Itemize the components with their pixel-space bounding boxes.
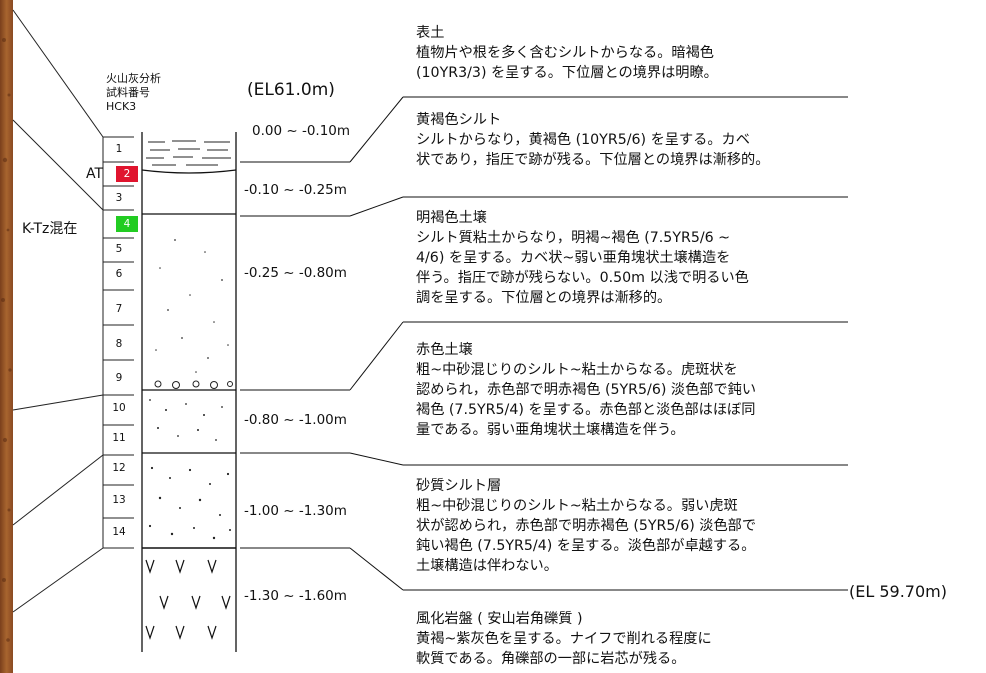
- depth-range: 0.00 ~ -0.10m: [252, 123, 351, 139]
- layer-description: 明褐色土壌 シルト質粘土からなり，明褐~褐色 (7.5YR5/6 ~ 4/6) …: [416, 208, 861, 308]
- sample-number: 14: [112, 526, 126, 538]
- sample-number: 6: [115, 268, 123, 280]
- layer-description: 黄褐色シルト シルトからなり，黄褐色 (10YR5/6) を呈する。カベ 状であ…: [416, 110, 861, 170]
- depth-range: -0.80 ~ -1.00m: [244, 412, 347, 428]
- clay-dots: [155, 239, 229, 373]
- sample-number: 12: [112, 462, 126, 474]
- layer-description: 風化岩盤 ( 安山岩角礫質 ) 黄褐~紫灰色を呈する。ナイフで削れる程度に 軟質…: [416, 609, 861, 669]
- depth-range: -1.00 ~ -1.30m: [244, 503, 347, 519]
- sample-header-line-1: 火山灰分析: [106, 72, 161, 85]
- layer-title: 明褐色土壌: [416, 210, 487, 226]
- layer-title: 砂質シルト層: [416, 478, 502, 494]
- strat-column: [141, 132, 237, 652]
- at-label: AT: [86, 166, 104, 182]
- sample-number: 11: [112, 432, 126, 444]
- depth-range: -0.10 ~ -0.25m: [244, 182, 347, 198]
- layer-body: 植物片や根を多く含むシルトからなる。暗褐色 (10YR3/3) を呈する。下位層…: [416, 45, 718, 81]
- ktz-label: K-Tz混在: [22, 221, 78, 237]
- sample-number: 7: [115, 303, 123, 315]
- elevation-top: (EL61.0m): [247, 80, 335, 100]
- layer-body: シルトからなり，黄褐色 (10YR5/6) を呈する。カベ 状であり，指圧で跡が…: [416, 132, 770, 168]
- layer-title: 風化岩盤 ( 安山岩角礫質 ): [416, 611, 583, 627]
- description-leader-lines: [240, 96, 848, 591]
- sample-number-highlight-red: 2: [116, 166, 138, 182]
- sample-number: 1: [115, 143, 123, 155]
- sample-number: 9: [115, 372, 123, 384]
- layer-description: 砂質シルト層 粗~中砂混じりのシルト~粘土からなる。弱い虎斑 状が認められ，赤色…: [416, 476, 861, 576]
- sample-number: 10: [112, 402, 126, 414]
- depth-range: -1.30 ~ -1.60m: [244, 588, 347, 604]
- sample-number-highlight-green: 4: [116, 216, 138, 232]
- layer-description: 表土 植物片や根を多く含むシルトからなる。暗褐色 (10YR3/3) を呈する。…: [416, 23, 861, 83]
- depth-range: -0.25 ~ -0.80m: [244, 265, 347, 281]
- layer-body: シルト質粘土からなり，明褐~褐色 (7.5YR5/6 ~ 4/6) を呈する。カ…: [416, 230, 749, 306]
- sample-number: 8: [115, 338, 123, 350]
- layer-body: 粗~中砂混じりのシルト~粘土からなる。虎斑状を 認められ，赤色部で明赤褐色 (5…: [416, 362, 757, 438]
- sample-header-line-3: HCK3: [106, 100, 137, 113]
- sample-number: 5: [115, 243, 123, 255]
- topsoil-pattern: [146, 140, 231, 166]
- soil-photo-strip: [0, 0, 13, 673]
- rock-v-marks: [145, 559, 231, 640]
- soil-photo-texture: [1, 38, 12, 642]
- layer-title: 赤色土壌: [416, 342, 473, 358]
- photo-leader-lines: [12, 9, 104, 613]
- layer-title: 表土: [416, 25, 445, 41]
- layer-body: 粗~中砂混じりのシルト~粘土からなる。弱い虎斑 状が認められ，赤色部で明赤褐色 …: [416, 498, 757, 574]
- sample-header-line-2: 試料番号: [106, 86, 150, 99]
- layer-boundaries: [141, 169, 237, 549]
- elevation-bottom: (EL 59.70m): [849, 582, 947, 601]
- sandy-texture: [148, 399, 231, 540]
- sample-header: 火山灰分析 試料番号 HCK3: [106, 72, 161, 114]
- sample-number: 3: [115, 192, 123, 204]
- layer-body: 黄褐~紫灰色を呈する。ナイフで削れる程度に 軟質である。角礫部の一部に岩芯が残る…: [416, 631, 712, 667]
- layer-description: 赤色土壌 粗~中砂混じりのシルト~粘土からなる。虎斑状を 認められ，赤色部で明赤…: [416, 340, 861, 440]
- gravel-circles: [154, 380, 233, 389]
- sample-ladder: [102, 136, 134, 549]
- layer-title: 黄褐色シルト: [416, 112, 502, 128]
- sample-number: 13: [112, 494, 126, 506]
